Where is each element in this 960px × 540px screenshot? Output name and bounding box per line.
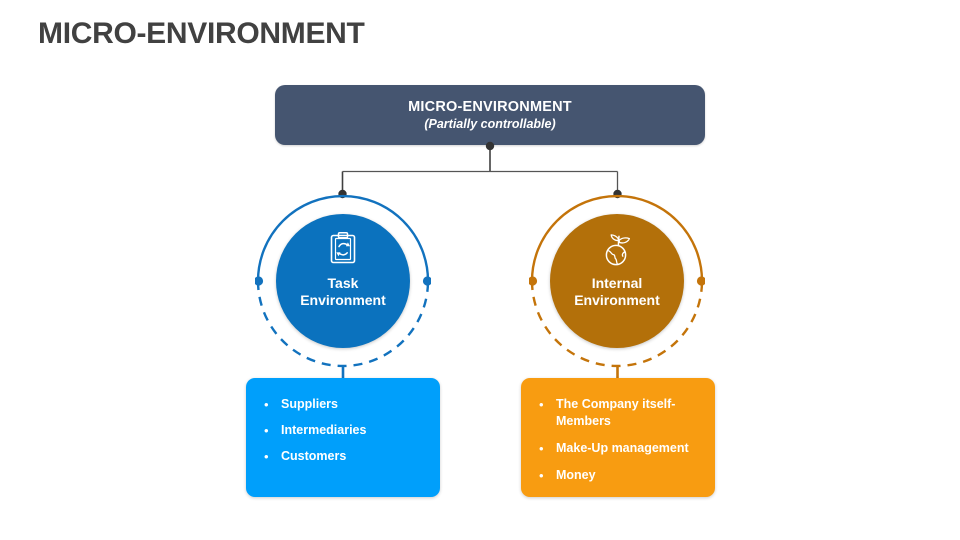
task-environment-items-box[interactable]: • Suppliers • Intermediaries • Customers <box>246 378 440 497</box>
page-title: MICRO-ENVIRONMENT <box>38 17 365 50</box>
list-item: • Suppliers <box>260 396 430 413</box>
task-ring <box>255 194 431 368</box>
task-ring-dot-left <box>255 276 264 286</box>
node-task-environment[interactable]: Task Environment <box>255 193 431 369</box>
list-item-label: The Company itself-Members <box>556 397 676 428</box>
list-item-label: Intermediaries <box>281 423 367 437</box>
list-item-label: Suppliers <box>281 397 338 411</box>
internal-label: Internal Environment <box>574 275 660 308</box>
list-item-label: Money <box>556 468 596 482</box>
globe-sprout-icon <box>605 234 631 266</box>
internal-ring <box>529 194 705 368</box>
bullet-icon: • <box>539 468 544 483</box>
list-item: • Customers <box>260 448 430 465</box>
internal-environment-items-box[interactable]: • The Company itself-Members • Make-Up m… <box>521 378 715 497</box>
header-subtitle: (Partially controllable) <box>424 116 556 131</box>
bullet-icon: • <box>264 423 269 438</box>
bullet-icon: • <box>264 397 269 412</box>
internal-disc[interactable]: Internal Environment <box>550 214 684 348</box>
list-item: • The Company itself-Members <box>535 396 705 430</box>
bullet-icon: • <box>539 397 544 412</box>
task-ring-dot-right <box>422 276 431 286</box>
task-label: Task Environment <box>300 275 386 308</box>
node-internal-environment[interactable]: Internal Environment <box>529 193 705 369</box>
clipboard-recycle-icon <box>330 232 356 264</box>
task-disc[interactable]: Task Environment <box>276 214 410 348</box>
internal-ring-dot-right <box>696 276 705 286</box>
list-item: • Make-Up management <box>535 440 705 457</box>
internal-ring-dot-left <box>529 276 538 286</box>
list-item-label: Make-Up management <box>556 441 689 455</box>
list-item-label: Customers <box>281 449 347 463</box>
bullet-icon: • <box>264 449 269 464</box>
header-title: MICRO-ENVIRONMENT <box>408 98 572 115</box>
header-box[interactable]: MICRO-ENVIRONMENT (Partially controllabl… <box>275 85 705 145</box>
list-item: • Money <box>535 467 705 484</box>
list-item: • Intermediaries <box>260 422 430 439</box>
bullet-icon: • <box>539 441 544 456</box>
